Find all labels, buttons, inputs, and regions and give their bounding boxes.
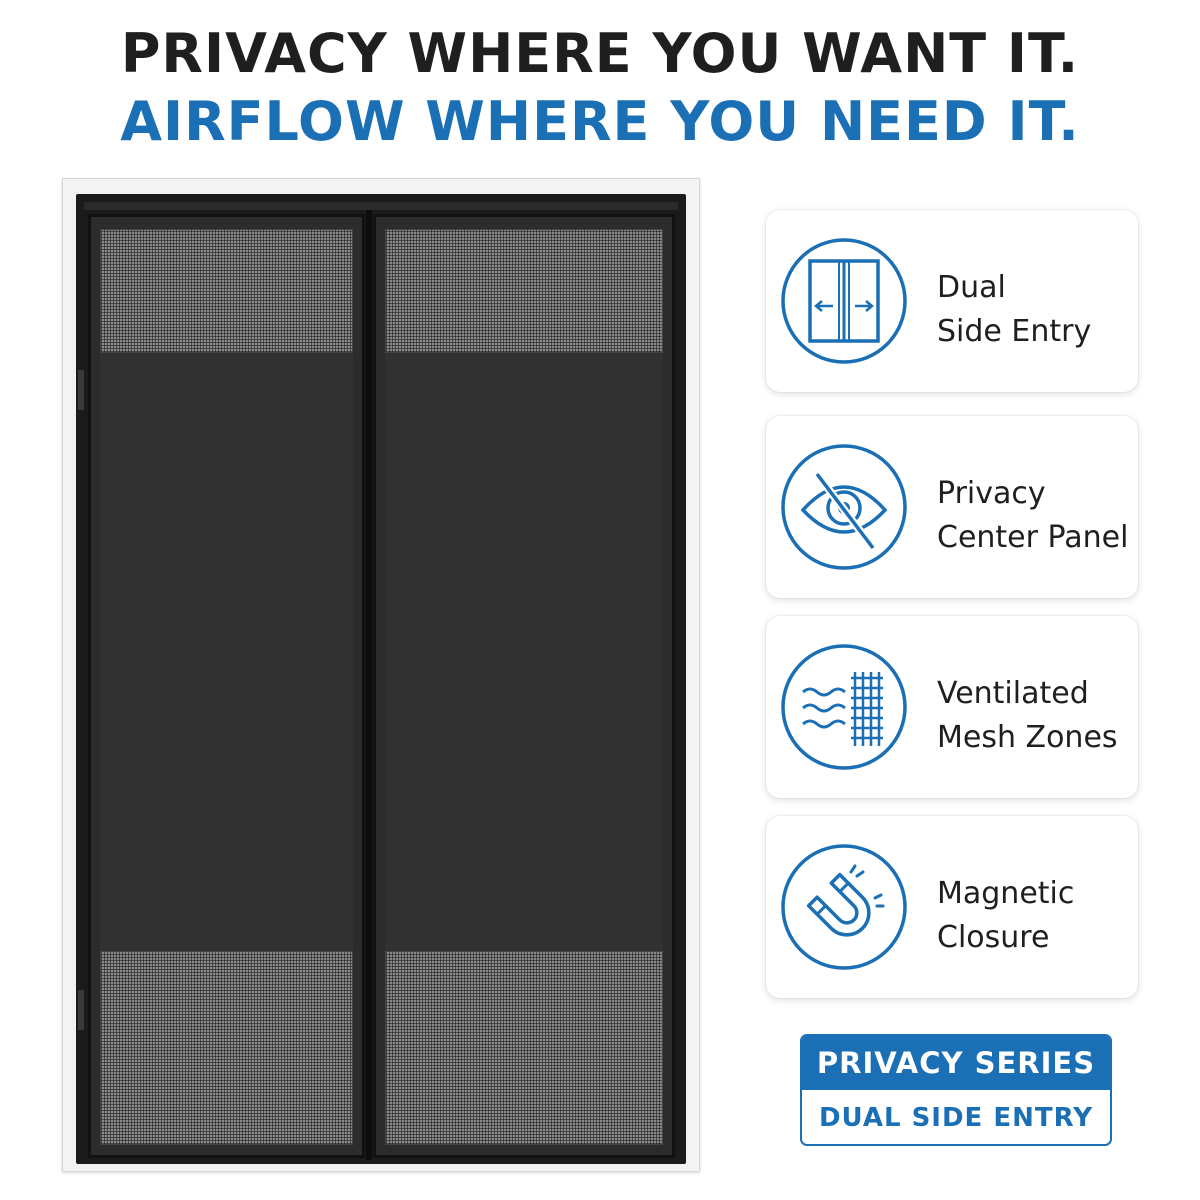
magnetic-seam (366, 210, 372, 1160)
badge-subtitle: DUAL SIDE ENTRY (818, 1103, 1094, 1133)
mesh-zone-top (100, 229, 353, 353)
feature-label: Privacy Center Panel (937, 476, 1129, 555)
door-hinge (78, 370, 84, 410)
door-hinge (78, 990, 84, 1030)
feature-card-dual-side-entry: Dual Side Entry (766, 210, 1138, 392)
feature-card-magnetic-closure: Magnetic Closure (766, 816, 1138, 998)
headline-line-1: PRIVACY WHERE YOU WANT IT. (120, 22, 1080, 85)
privacy-panel (385, 353, 663, 951)
feature-label: Dual Side Entry (937, 270, 1092, 349)
door-panel-left (88, 214, 365, 1158)
feature-card-ventilated-mesh-zones: Ventilated Mesh Zones (766, 616, 1138, 798)
series-badge: PRIVACY SERIES DUAL SIDE ENTRY (800, 1034, 1112, 1146)
eye-slash-icon (781, 444, 907, 570)
feature-card-privacy-center-panel: Privacy Center Panel (766, 416, 1138, 598)
headline-line-2: AIRFLOW WHERE YOU NEED IT. (120, 90, 1080, 153)
magnet-icon (781, 844, 907, 970)
privacy-panel (100, 353, 353, 951)
mesh-zone-top (385, 229, 663, 353)
feature-label: Ventilated Mesh Zones (937, 676, 1118, 755)
feature-label: Magnetic Closure (937, 876, 1075, 955)
mesh-zone-bottom (385, 951, 663, 1145)
door-top-rail (84, 202, 678, 210)
badge-title: PRIVACY SERIES (802, 1036, 1110, 1090)
door-panel-right (373, 214, 675, 1158)
double-door-icon (781, 238, 907, 364)
airflow-mesh-icon (781, 644, 907, 770)
mesh-zone-bottom (100, 951, 353, 1145)
